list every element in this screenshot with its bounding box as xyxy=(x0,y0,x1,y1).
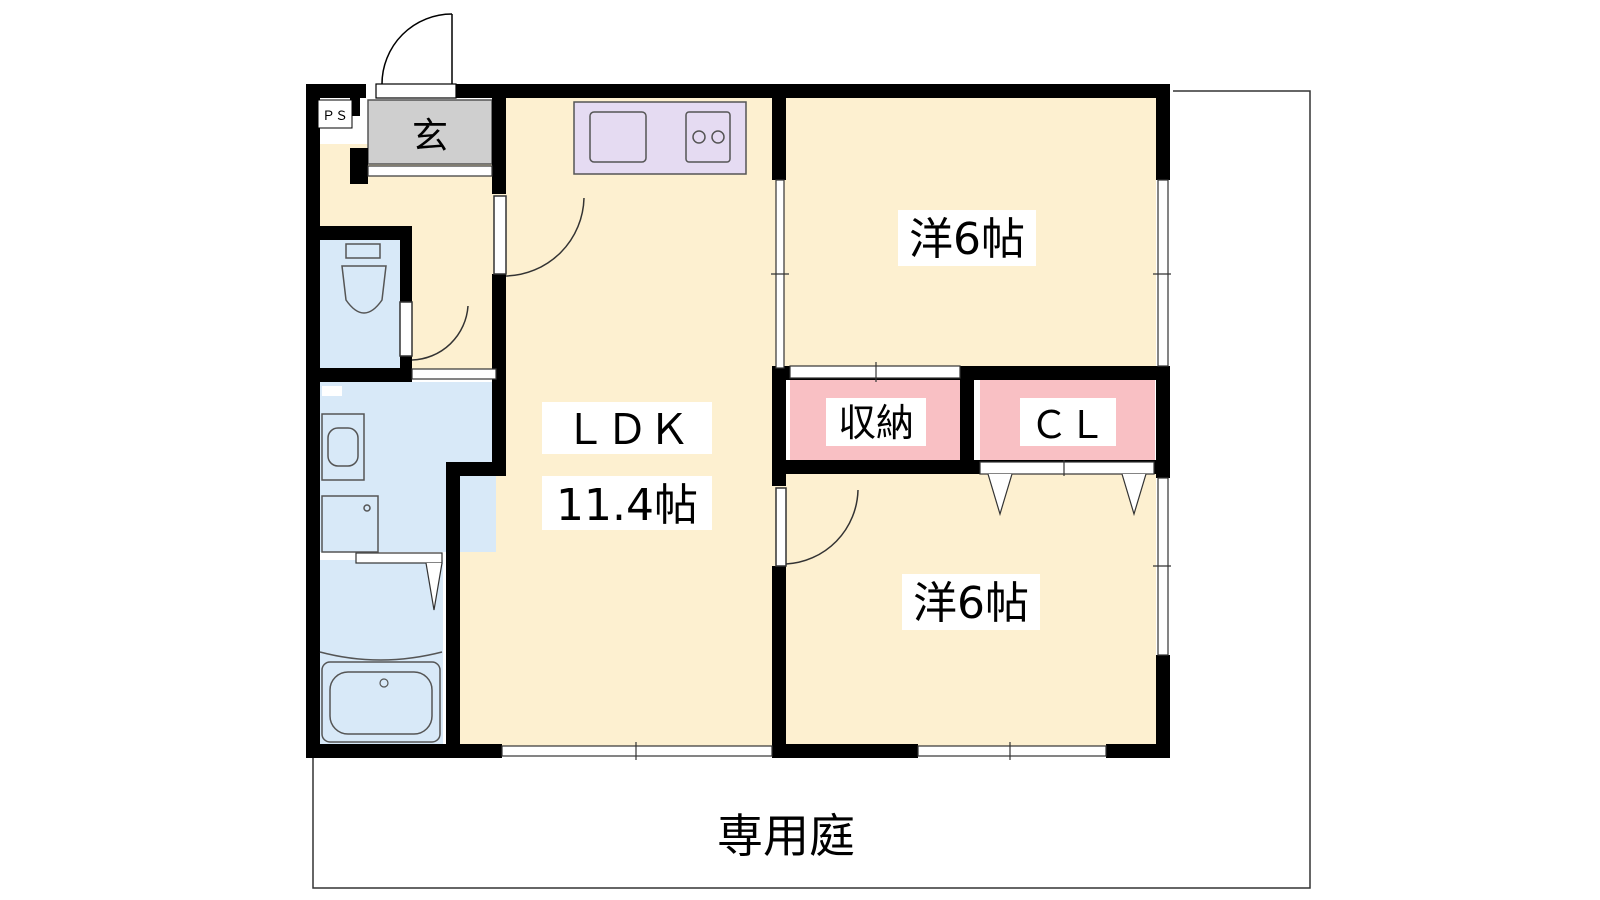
ldk-size-bg xyxy=(542,476,712,530)
burner-icon xyxy=(711,130,725,144)
bathtub-inner-icon xyxy=(329,671,433,735)
washbasin-icon xyxy=(321,413,365,481)
storage-label-bg xyxy=(826,398,926,446)
ps-label: ＰＳ xyxy=(322,109,348,124)
closet-label: ＣＬ xyxy=(1030,403,1106,447)
garden-label: 専用庭 xyxy=(717,809,855,863)
bathtub-icon xyxy=(321,661,441,743)
entrance-floor xyxy=(367,99,493,165)
western-bottom-label: 洋6帖 xyxy=(913,578,1029,629)
closet-door-left xyxy=(987,473,1013,517)
toilet-floor xyxy=(318,240,400,368)
sink-icon xyxy=(589,111,647,163)
ldk-size-label: 11.4帖 xyxy=(556,480,698,531)
washing-machine-icon xyxy=(321,495,379,553)
ps-box xyxy=(317,99,353,129)
stove-icon xyxy=(685,111,731,163)
washing-machine-dot-icon xyxy=(363,504,371,512)
closet-door-right xyxy=(1121,473,1147,517)
toilet-bowl-icon xyxy=(341,265,387,314)
swing-doors xyxy=(399,195,859,567)
kitchen-counter xyxy=(573,101,747,175)
door-ticks xyxy=(635,273,1171,760)
western-bottom-label-bg xyxy=(902,574,1040,630)
bathtub-drain-icon xyxy=(379,678,389,688)
garden-outline xyxy=(312,90,1311,889)
storage-label: 収納 xyxy=(838,401,914,445)
western-top-label: 洋6帖 xyxy=(909,214,1025,265)
bathtub-edge xyxy=(319,651,443,661)
entrance-door-swing xyxy=(381,13,453,85)
bath-door xyxy=(425,562,443,611)
wall-niche xyxy=(322,386,342,396)
washbasin-bowl-icon xyxy=(327,427,359,467)
burner-icon xyxy=(692,130,706,144)
entrance-label: 玄 xyxy=(412,116,448,157)
entrance-door-frame xyxy=(375,83,457,99)
western-top-label-bg xyxy=(898,210,1036,266)
walls xyxy=(306,84,1170,758)
toilet-tank-icon xyxy=(345,243,381,259)
ldk-name-label: ＬＤＫ xyxy=(564,405,690,454)
closet-label-bg xyxy=(1020,398,1116,446)
ldk-label-bg xyxy=(542,402,712,454)
bathroom-floor xyxy=(318,560,443,744)
